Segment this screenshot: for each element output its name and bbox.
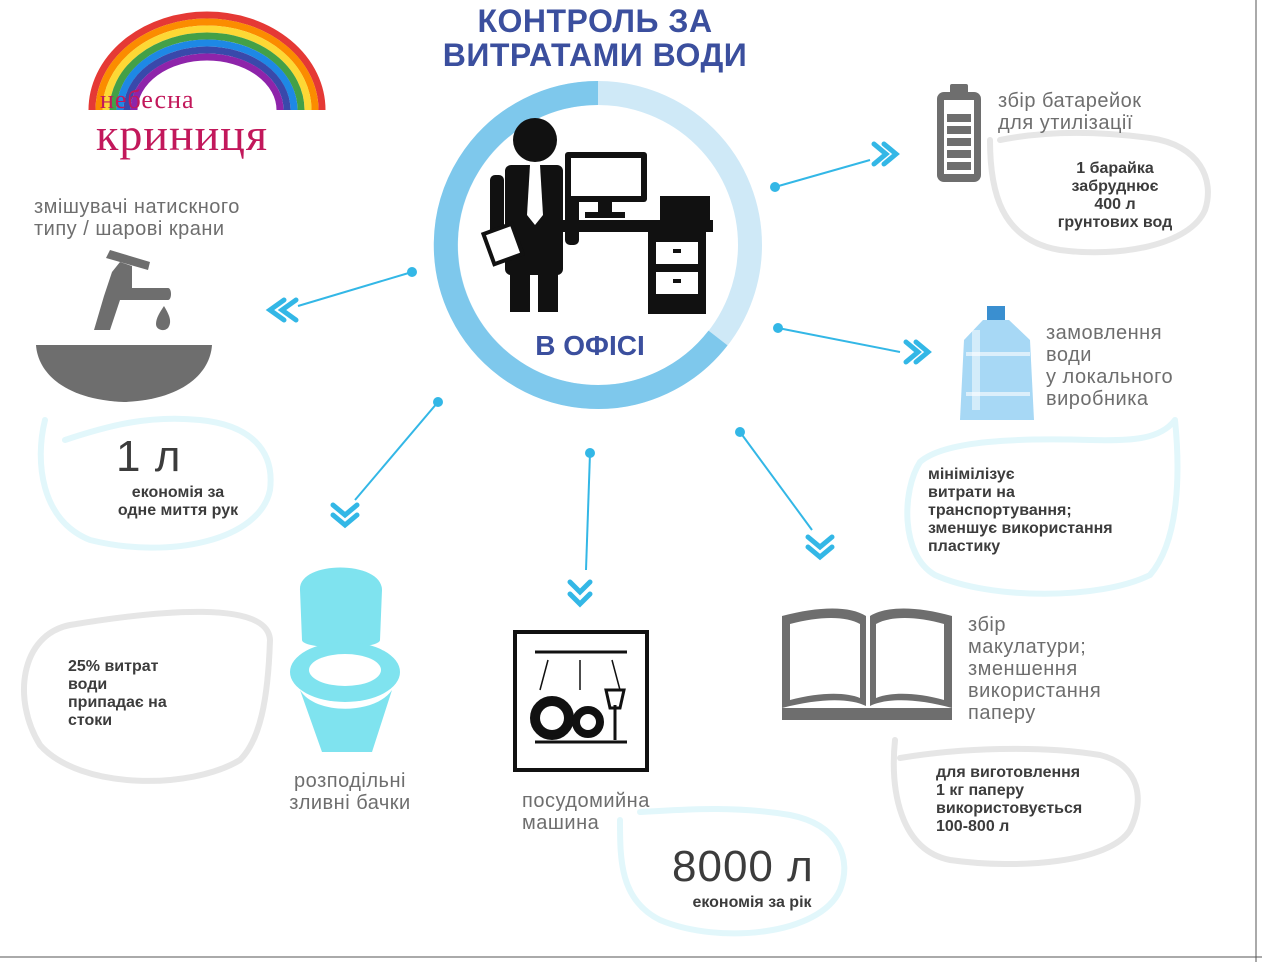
water-note-line4: зменшує використання	[928, 520, 1113, 537]
toilet-note-line1: 25% витрат	[68, 658, 159, 675]
logo-line1: небесна	[100, 85, 195, 114]
chevron-icons	[265, 141, 932, 608]
toilet-icon	[290, 567, 400, 752]
toilet-note-line3: припадає на	[68, 694, 167, 711]
faucet-label-line2: типу / шарові крани	[34, 218, 225, 240]
battery-note: 1 барайка забруднює 400 л грунтових вод	[1030, 160, 1200, 232]
battery-note-line1: 1 барайка	[1076, 160, 1154, 177]
battery-note-line2: забруднює	[1071, 178, 1159, 195]
water-label-line1: замовлення	[1046, 322, 1163, 344]
paper-note-line2: 1 кг паперу	[936, 782, 1025, 799]
water-note: мінімілізує витрати на транспортування; …	[928, 466, 1113, 556]
faucet-note-line1: економія за	[131, 484, 225, 501]
faucet-label: змішувачі натискного типу / шарові крани	[34, 196, 240, 240]
toilet-label: розподільні зливні бачки	[270, 770, 430, 814]
faucet-label-line1: змішувачі натискного	[34, 196, 240, 218]
paper-label-line5: паперу	[968, 702, 1036, 724]
toilet-note-line4: стоки	[68, 712, 113, 729]
dishwasher-label: посудомийна машина	[522, 790, 650, 834]
dishwasher-note: економія за рік	[692, 894, 812, 911]
dishwasher-icon	[513, 630, 649, 772]
toilet-label-line1: розподільні	[294, 770, 406, 792]
water-bottle-icon	[960, 306, 1034, 420]
battery-note-line4: грунтових вод	[1057, 214, 1173, 231]
battery-label: збір батарейок для утилізації	[998, 90, 1142, 134]
paper-label-line4: використання	[968, 680, 1102, 702]
desk-computer-icon	[558, 152, 713, 314]
water-note-line2: витрати на	[928, 484, 1015, 501]
water-label: замовлення води у локального виробника	[1046, 322, 1173, 410]
battery-icon	[937, 84, 981, 182]
faucet-value: 1 л	[116, 432, 182, 481]
water-note-line1: мінімілізує	[928, 466, 1015, 483]
water-note-line5: пластику	[928, 538, 1001, 555]
speech-bubbles	[21, 129, 1211, 937]
water-label-line4: виробника	[1046, 388, 1149, 410]
center-label: В ОФІСІ	[535, 330, 645, 361]
paper-note-line3: використовується	[936, 800, 1083, 817]
paper-label-line3: зменшення	[968, 658, 1078, 680]
paper-note-line4: 100-800 л	[936, 818, 1010, 835]
title-line2: ВИТРАТАМИ ВОДИ	[442, 37, 748, 73]
office-ring	[433, 81, 762, 409]
rainbow-logo-icon	[88, 11, 326, 111]
paper-label-line1: збір	[968, 614, 1006, 636]
water-note-line3: транспортування;	[928, 502, 1072, 519]
dishwasher-value: 8000 л	[672, 842, 814, 891]
logo-line2: криниця	[96, 109, 268, 160]
battery-label-line1: збір батарейок	[998, 90, 1142, 112]
dishwasher-label-line2: машина	[522, 812, 600, 834]
toilet-note: 25% витрат води припадає на стоки	[68, 658, 167, 730]
battery-note-line3: 400 л	[1094, 196, 1136, 213]
water-label-line2: води	[1046, 344, 1092, 366]
page-title: КОНТРОЛЬ ЗА ВИТРАТАМИ ВОДИ	[430, 4, 760, 72]
toilet-label-line2: зливні бачки	[289, 792, 411, 814]
arrows	[297, 159, 901, 571]
paper-label: збір макулатури; зменшення використання …	[968, 614, 1101, 724]
office-worker-icon	[480, 118, 579, 312]
faucet-note-line2: одне миття рук	[117, 502, 239, 519]
battery-label-line2: для утилізації	[998, 112, 1133, 134]
paper-note: для виготовлення 1 кг паперу використову…	[936, 764, 1082, 836]
title-line1: КОНТРОЛЬ ЗА	[477, 3, 713, 39]
toilet-note-line2: води	[68, 676, 108, 693]
paper-note-line1: для виготовлення	[936, 764, 1081, 781]
faucet-sink-icon	[36, 250, 212, 402]
dishwasher-label-line1: посудомийна	[522, 790, 650, 812]
water-label-line3: у локального	[1046, 366, 1174, 388]
paper-label-line2: макулатури;	[968, 636, 1087, 658]
book-icon	[782, 608, 952, 720]
faucet-note: економія за одне миття рук	[98, 484, 258, 520]
